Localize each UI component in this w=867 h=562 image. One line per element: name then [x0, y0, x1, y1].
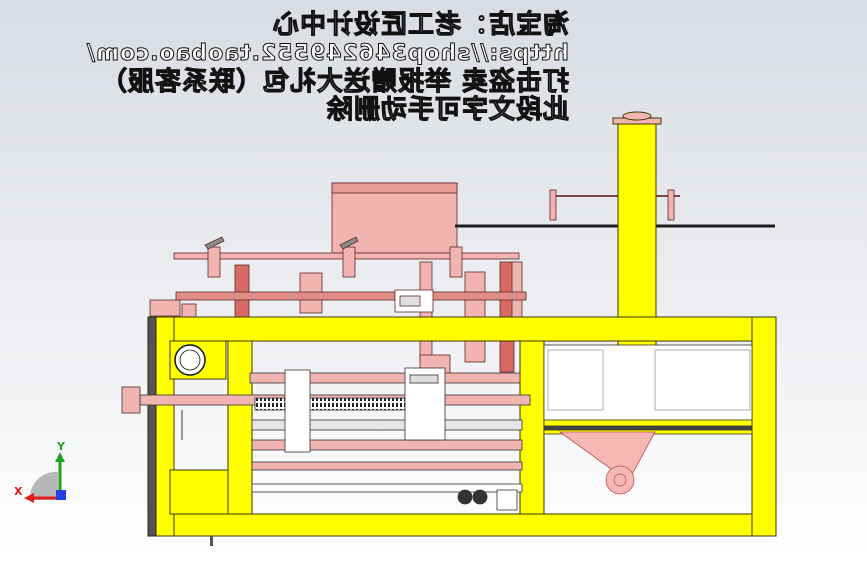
yellow-frame	[149, 111, 777, 537]
watermark-line-4: 此段文字可手动删除	[325, 95, 569, 126]
coordinate-triad	[24, 452, 66, 503]
watermark-line-3: 打击盗卖 举报赠送大礼包（联系客服）	[99, 67, 569, 98]
rear-mechanism	[149, 182, 775, 376]
watermark-line-2: https://shop346249552.taobao.com/	[86, 41, 570, 67]
watermark-line-1: 淘宝店：老工匠设计中心	[271, 10, 569, 41]
inner-mechanism	[121, 344, 753, 546]
triad-x-label: X	[14, 485, 23, 498]
triad-y-label: Y	[57, 440, 65, 453]
